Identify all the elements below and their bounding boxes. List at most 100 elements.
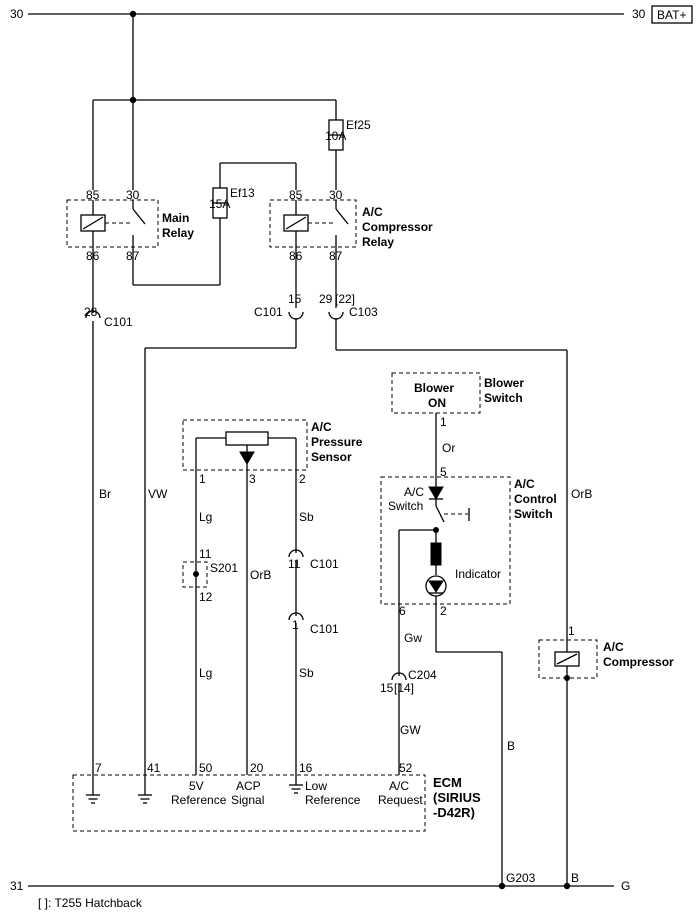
s201-name: S201 — [210, 561, 238, 575]
ecm-acreq-line1: A/C — [389, 779, 409, 793]
sensor-label-line3: Sensor — [311, 450, 352, 464]
c204-alt-pin: [14] — [394, 681, 414, 695]
c101-11-name: C101 — [310, 557, 339, 571]
sensor-label-line2: Pressure — [311, 435, 363, 449]
control-inner-line2: Switch — [388, 499, 423, 513]
ac-relay-pin85: 85 — [289, 188, 303, 202]
wire-orb-right-label: OrB — [571, 487, 592, 501]
wire-b-label: B — [507, 739, 515, 753]
wire-orb-sensor: OrB — [246, 470, 271, 775]
ground-g-label: G — [621, 879, 630, 893]
main-relay: 85 30 86 87 Main Relay — [66, 188, 194, 263]
ecm-lowref-line1: Low — [305, 779, 327, 793]
wire-sb2-label: Sb — [299, 666, 314, 680]
compressor-label-line2: Compressor — [603, 655, 674, 669]
wire-sb1-label: Sb — [299, 510, 314, 524]
fuse-ef13-rating: 15A — [209, 197, 230, 211]
compressor-label-line1: A/C — [603, 640, 624, 654]
bus-31-label: 31 — [10, 879, 24, 893]
battery-bus: 30 30 BAT+ — [10, 5, 693, 190]
ground-bus: 31 G203 B G — [10, 871, 630, 893]
c101-15-name: C101 — [254, 305, 283, 319]
sensor-pin2: 2 — [299, 472, 306, 486]
ecm-pin41: 41 — [147, 761, 161, 775]
ac-relay-pin30: 30 — [329, 188, 343, 202]
ecm-pin50: 50 — [199, 761, 213, 775]
c101-28-name: C101 — [104, 315, 133, 329]
ac-relay-label-line1: A/C — [362, 205, 383, 219]
wire-gw1-label: Gw — [404, 631, 422, 645]
ecm-label-line3: -D42R) — [433, 805, 475, 820]
ecm-lowref-line2: Reference — [305, 793, 361, 807]
c103-alt-pin: [22] — [335, 292, 355, 306]
ecm-acp-line2: Signal — [231, 793, 264, 807]
ac-pressure-sensor: A/C Pressure Sensor 1 3 2 — [182, 419, 363, 486]
fuse-ef25-rating: 10A — [325, 129, 346, 143]
b-ground-label: B — [571, 871, 579, 885]
c101-15-pin: 15 — [288, 292, 302, 306]
wire-br-label: Br — [99, 487, 111, 501]
main-relay-pin85: 85 — [86, 188, 100, 202]
ecm-acreq-line2: Request — [378, 793, 423, 807]
wire-lg2-label: Lg — [199, 666, 212, 680]
control-label-line3: Switch — [514, 507, 553, 521]
bus-30-left-label: 30 — [10, 7, 24, 21]
c103-name: C103 — [349, 305, 378, 319]
ac-relay-label-line2: Compressor — [362, 220, 433, 234]
ecm: 7 41 50 20 16 52 5V Reference ACP Signal… — [72, 761, 481, 832]
sensor-pin3: 3 — [249, 472, 256, 486]
wire-orb-compressor: 29 [22] C103 OrB — [319, 247, 592, 640]
wire-orb-sensor-label: OrB — [250, 568, 271, 582]
ac-compressor: 1 A/C Compressor — [538, 624, 674, 886]
ac-compressor-relay: 85 30 86 87 A/C Compressor Relay — [269, 188, 433, 263]
indicator-label: Indicator — [455, 567, 501, 581]
control-pin2: 2 — [440, 604, 447, 618]
fuse-ef25: Ef25 10A — [325, 100, 371, 190]
sensor-label-line1: A/C — [311, 420, 332, 434]
ecm-pin16: 16 — [299, 761, 313, 775]
control-label-line2: Control — [514, 492, 557, 506]
wire-br: 28 C101 Br — [84, 247, 133, 775]
footnote: [ ]: T255 Hatchback — [38, 896, 143, 910]
main-relay-pin30: 30 — [126, 188, 140, 202]
c101-11-pin: 11 — [288, 557, 301, 571]
blower-box-line1: Blower — [414, 381, 454, 395]
blower-box-line2: ON — [428, 396, 446, 410]
s201-pin11: 11 — [199, 547, 212, 561]
compressor-pin1: 1 — [568, 624, 575, 638]
control-inner-line1: A/C — [404, 485, 424, 499]
control-pin6: 6 — [399, 604, 406, 618]
ecm-acp-line1: ACP — [236, 779, 261, 793]
wire-gw2-label: GW — [400, 723, 421, 737]
fuse-ef25-name: Ef25 — [346, 118, 371, 132]
fuse-ef13-name: Ef13 — [230, 186, 255, 200]
c101-28-pin: 28 — [84, 305, 98, 319]
ecm-pin7: 7 — [95, 761, 102, 775]
ecm-pin52: 52 — [399, 761, 413, 775]
ecm-label-line2: (SIRIUS — [433, 790, 481, 805]
wire-lg: 11 S201 12 Lg Lg — [182, 470, 238, 775]
fuse-ef13: Ef13 15A — [209, 162, 297, 219]
blower-label-line2: Switch — [484, 391, 523, 405]
main-relay-label-line2: Relay — [162, 226, 194, 240]
control-pin5: 5 — [440, 465, 447, 479]
ecm-5v-line1: 5V — [189, 779, 204, 793]
wire-gw: Gw C204 15 [14] GW — [380, 604, 437, 775]
bat-plus-label: BAT+ — [657, 8, 686, 22]
g203-label: G203 — [506, 871, 536, 885]
ac-control-switch: 5 A/C Switch Indicator A/C Control Switc… — [380, 465, 557, 618]
wire-or-label: Or — [442, 441, 455, 455]
ecm-pin20: 20 — [250, 761, 264, 775]
blower-pin1: 1 — [440, 415, 447, 429]
ecm-5v-line2: Reference — [171, 793, 227, 807]
sensor-pin1: 1 — [199, 472, 206, 486]
ac-relay-label-line3: Relay — [362, 235, 394, 249]
c101-1-pin: 1 — [292, 618, 299, 632]
c103-pin: 29 — [319, 292, 333, 306]
wire-vw-label: VW — [148, 487, 168, 501]
wire-b-ground: B — [435, 604, 515, 886]
control-label-line1: A/C — [514, 477, 535, 491]
blower-label-line1: Blower — [484, 376, 524, 390]
wire-sb: 11 C101 1 C101 Sb Sb — [288, 470, 339, 775]
